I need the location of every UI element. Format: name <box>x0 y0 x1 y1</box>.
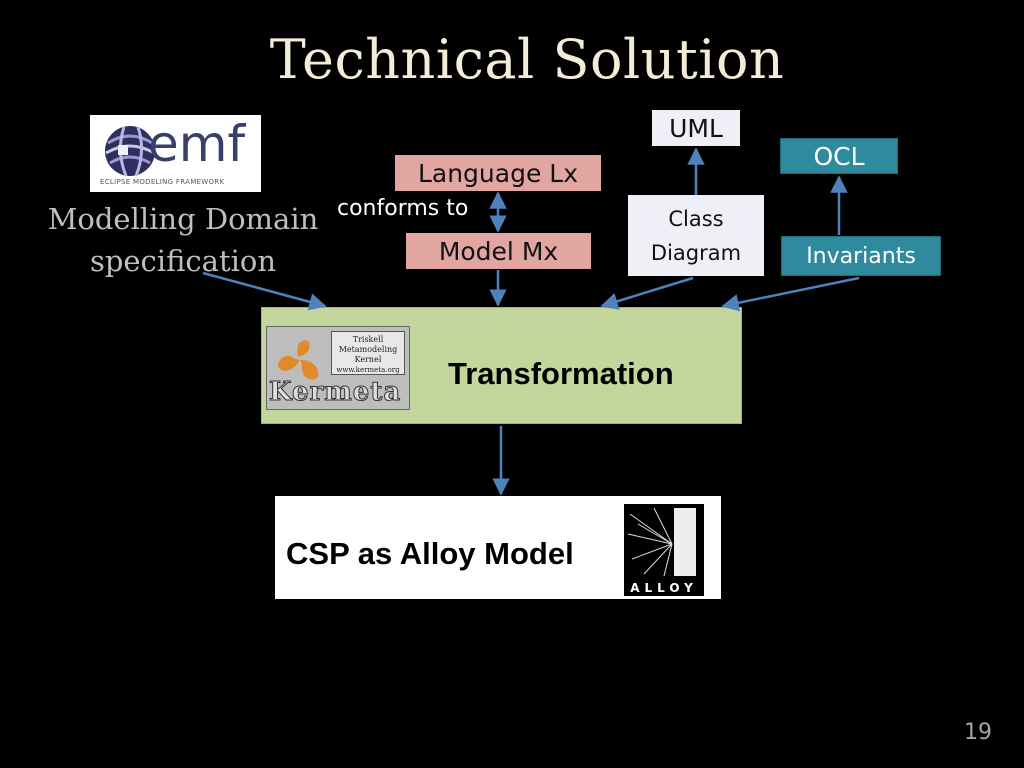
alloy-wordmark: ALLOY <box>630 581 698 595</box>
triskell-icon <box>278 340 319 380</box>
class-diagram-box: Class Diagram <box>628 195 764 276</box>
alloy-logo: ALLOY <box>624 504 704 596</box>
class-diagram-line1: Class <box>668 206 724 231</box>
arrow-domain-to-transformation <box>202 271 327 311</box>
emf-logo: emf ECLIPSE MODELING FRAMEWORK <box>90 115 261 192</box>
model-box: Model Mx <box>406 233 591 269</box>
uml-box: UML <box>652 110 740 146</box>
output-label: CSP as Alloy Model <box>286 536 574 571</box>
emf-globe-icon <box>105 126 155 177</box>
class-diagram-line2: Diagram <box>650 240 742 265</box>
language-box: Language Lx <box>395 155 601 191</box>
kermeta-logo: Triskell Metamodeling Kernel www.kermeta… <box>266 326 410 410</box>
slide-title: Technical Solution <box>269 28 785 91</box>
conforms-to-label: conforms to <box>337 196 469 221</box>
kermeta-line2: Metamodeling <box>338 345 398 354</box>
arrow-class-diagram-to-transformation <box>600 276 694 310</box>
transformation-panel: Triskell Metamodeling Kernel www.kermeta… <box>261 307 742 424</box>
emf-wordmark: emf <box>148 115 246 173</box>
kermeta-line3: Kernel <box>354 355 382 364</box>
page-number: 19 <box>964 720 992 745</box>
transformation-label: Transformation <box>448 356 674 391</box>
domain-caption-line2: specification <box>89 244 277 278</box>
kermeta-url: www.kermeta.org <box>336 366 400 374</box>
emf-subtitle: ECLIPSE MODELING FRAMEWORK <box>100 178 225 186</box>
ocl-box: OCL <box>780 138 898 174</box>
kermeta-label-box: Triskell Metamodeling Kernel www.kermeta… <box>331 331 405 375</box>
kermeta-line1: Triskell <box>352 335 384 344</box>
domain-caption: Modelling Domain specification <box>42 198 324 282</box>
alloy-burst-icon <box>627 507 696 577</box>
arrow-invariants-to-transformation <box>721 276 860 312</box>
domain-caption-line1: Modelling Domain <box>47 202 319 236</box>
invariants-box: Invariants <box>781 236 941 276</box>
kermeta-wordmark: Kermeta <box>268 377 402 408</box>
output-panel: CSP as Alloy Model ALLOY <box>275 496 721 599</box>
